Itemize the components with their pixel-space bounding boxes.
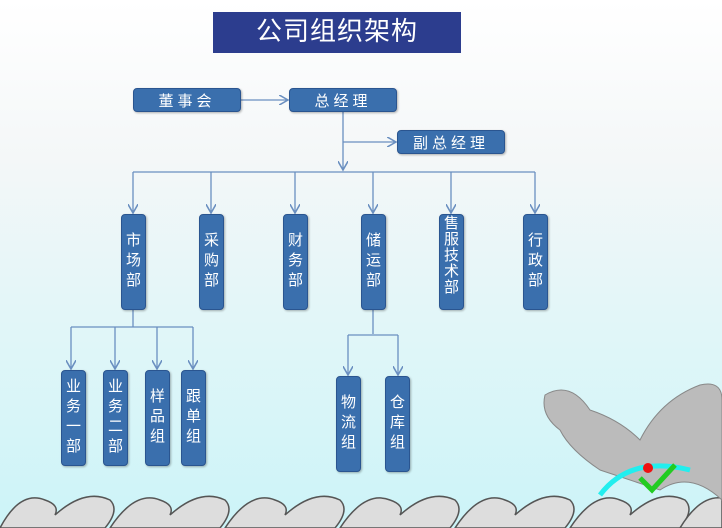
dept-admin: 行政部	[523, 214, 548, 310]
group-sales-2: 业务二部	[103, 370, 128, 466]
group-order-follow: 跟单组	[181, 370, 206, 466]
deputy-manager-box: 副总经理	[397, 130, 505, 154]
dept-purchasing: 采购部	[199, 214, 224, 310]
board-box: 董事会	[133, 88, 241, 112]
group-sales-1: 业务一部	[61, 370, 86, 466]
dept-logistics: 储运部	[361, 214, 386, 310]
dragon-decoration	[543, 383, 722, 501]
page-title: 公司组织架构	[213, 12, 461, 53]
dept-after-sales-tech: 售服技术部	[439, 214, 464, 310]
dept-finance: 财务部	[283, 214, 308, 310]
wave-decoration	[0, 495, 722, 528]
general-manager-box: 总经理	[289, 88, 397, 112]
dept-marketing: 市场部	[121, 214, 146, 310]
group-warehouse: 仓库组	[385, 376, 410, 472]
group-samples: 样品组	[145, 370, 170, 466]
group-shipping: 物流组	[336, 376, 361, 472]
logo-icon	[598, 463, 691, 497]
